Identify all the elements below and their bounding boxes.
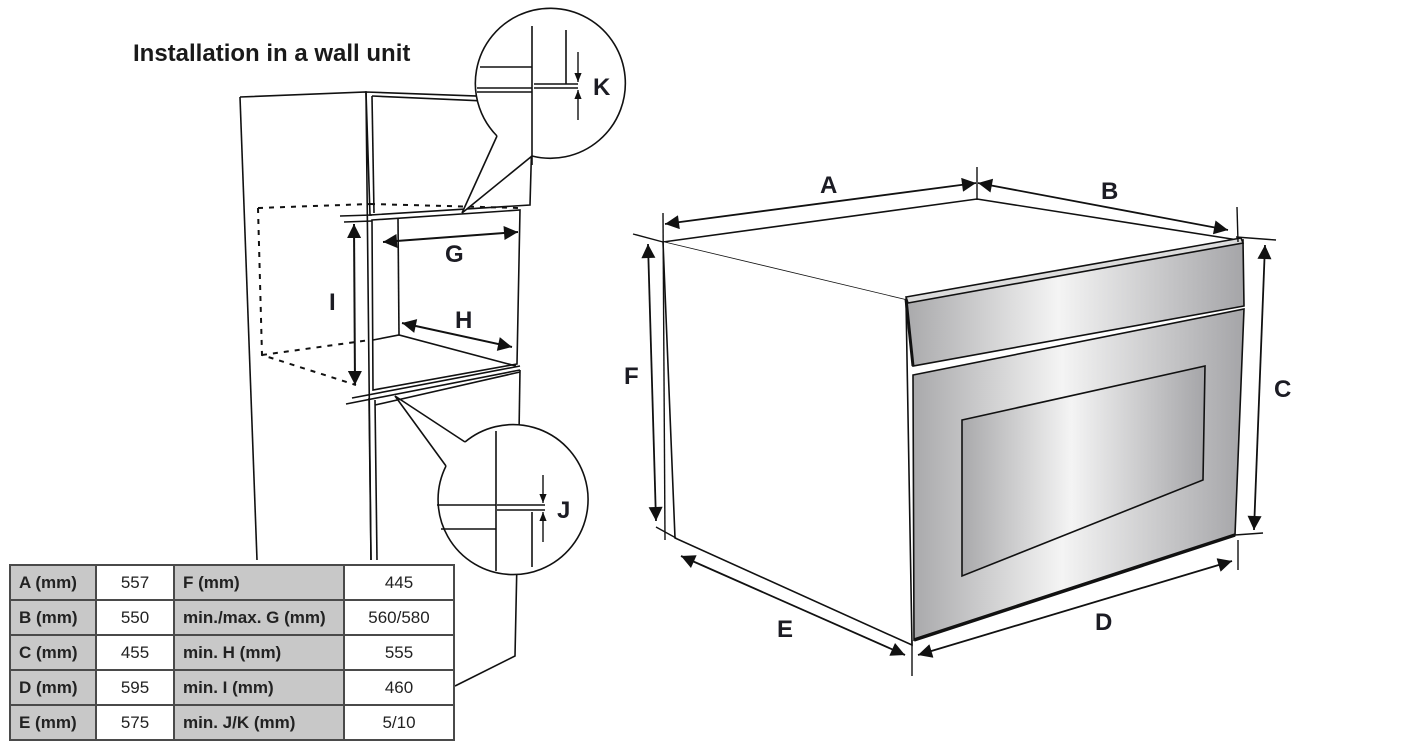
- label-b: B: [1101, 178, 1118, 205]
- dimension-key: C (mm): [9, 634, 97, 671]
- dimension-i-arrow: [347, 223, 362, 386]
- dimension-value: 560/580: [343, 599, 455, 636]
- dimension-h-arrow: [401, 319, 513, 351]
- label-k: K: [593, 74, 611, 101]
- cabinet-side-top: [239, 91, 372, 561]
- dimension-value: 557: [95, 564, 175, 601]
- label-j: J: [557, 497, 570, 524]
- dimension-key: min./max. G (mm): [173, 599, 345, 636]
- dimension-key: min. H (mm): [173, 634, 345, 671]
- label-a: A: [820, 172, 837, 199]
- cabinet-left-edge: [239, 96, 258, 561]
- oven-window: [961, 364, 1206, 578]
- label-f: F: [624, 363, 639, 390]
- dimension-key: A (mm): [9, 564, 97, 601]
- dimension-key: min. I (mm): [173, 669, 345, 706]
- label-h: H: [455, 307, 472, 334]
- table-row: C (mm) 455 min. H (mm) 555: [9, 634, 455, 671]
- table-row: D (mm) 595 min. I (mm) 460: [9, 669, 455, 706]
- dimension-key: min. J/K (mm): [173, 704, 345, 741]
- detail-callout-k: [461, 7, 627, 214]
- dimension-key: E (mm): [9, 704, 97, 741]
- dimension-key: B (mm): [9, 599, 97, 636]
- dimension-g-arrow: [382, 226, 519, 248]
- dimension-key: D (mm): [9, 669, 97, 706]
- dimension-value: 575: [95, 704, 175, 741]
- label-e: E: [777, 616, 793, 643]
- dimension-value: 460: [343, 669, 455, 706]
- label-g: G: [445, 241, 464, 268]
- dimension-value: 595: [95, 669, 175, 706]
- dimension-key: F (mm): [173, 564, 345, 601]
- dimensions-table: A (mm) 557 F (mm) 445 B (mm) 550 min./ma…: [9, 564, 455, 741]
- table-row: A (mm) 557 F (mm) 445: [9, 564, 455, 601]
- table-row: B (mm) 550 min./max. G (mm) 560/580: [9, 599, 455, 636]
- detail-callout-j: [394, 395, 589, 576]
- label-c: C: [1274, 376, 1291, 403]
- dimension-value: 455: [95, 634, 175, 671]
- dimension-value: 5/10: [343, 704, 455, 741]
- dimension-value: 445: [343, 564, 455, 601]
- oven-body: [662, 198, 1245, 647]
- dimension-value: 555: [343, 634, 455, 671]
- table-row: E (mm) 575 min. J/K (mm) 5/10: [9, 704, 455, 741]
- label-i: I: [329, 289, 336, 316]
- label-d: D: [1095, 609, 1112, 636]
- dimension-value: 550: [95, 599, 175, 636]
- diagram-title: Installation in a wall unit: [133, 40, 411, 67]
- oven-dimension-lines: [632, 167, 1277, 676]
